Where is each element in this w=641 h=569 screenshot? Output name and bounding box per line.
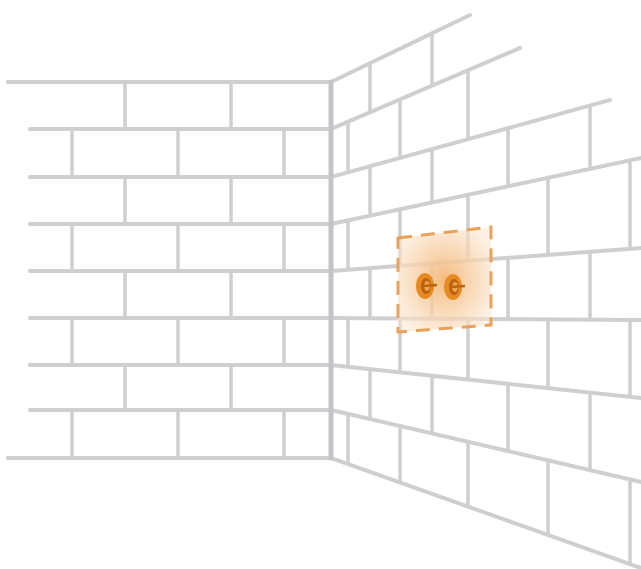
highlight-fill <box>398 227 491 332</box>
right-wall-mortar-line <box>329 456 641 569</box>
right-wall-mortar-line <box>329 98 612 179</box>
right-wall-mortar-line <box>329 13 472 84</box>
wall-anchor-icon <box>416 273 438 299</box>
dashed-selection-box <box>396 225 493 334</box>
right-wall-mortar-line <box>329 408 641 484</box>
wall-anchor-icon <box>444 274 466 300</box>
right-wall-mortar-line <box>329 156 641 226</box>
right-wall-mortar-line <box>329 46 522 131</box>
right-wall-mortar-line <box>329 363 641 400</box>
left-wall <box>6 80 333 460</box>
highlight-area[interactable] <box>396 225 493 334</box>
